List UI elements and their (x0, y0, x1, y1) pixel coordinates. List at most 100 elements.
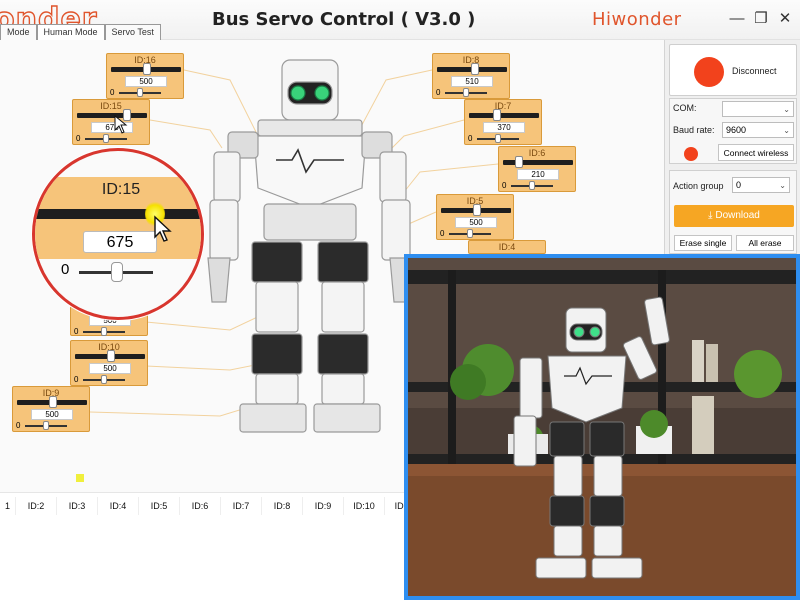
servo-panel: ID:16 500 0 (106, 53, 184, 99)
zoom-slider-thumb[interactable] (145, 201, 165, 227)
brand-logo-right: Hiwonder (592, 9, 682, 30)
tab-servo-test[interactable]: Servo Test (104, 24, 161, 40)
disconnect-button[interactable]: Disconnect (669, 44, 797, 96)
baud-rate-select[interactable]: 9600 ⌄ (722, 122, 794, 138)
servo-min-label: 0 (436, 88, 441, 97)
servo-value[interactable]: 370 (483, 122, 525, 133)
servo-offset-thumb[interactable] (43, 421, 49, 430)
servo-id: ID:10 (98, 342, 120, 352)
servo-id: ID:7 (494, 101, 512, 111)
servo-offset-thumb[interactable] (101, 327, 107, 336)
servo-min-label: 0 (76, 134, 81, 143)
id-tab[interactable]: 1 (0, 497, 16, 515)
zoom-servo-id: ID:15 (101, 181, 141, 198)
servo-value[interactable]: 675 (91, 122, 133, 133)
servo-id: ID:16 (134, 55, 156, 65)
id-tab[interactable]: ID:8 (262, 497, 303, 515)
servo-panel: ID:8 510 0 (432, 53, 510, 99)
servo-id: ID:6 (528, 148, 546, 158)
servo-slider-track[interactable] (503, 160, 573, 165)
servo-id: ID:15 (100, 101, 122, 111)
servo-min-label: 0 (16, 421, 21, 430)
chevron-down-icon: ⌄ (783, 105, 790, 114)
servo-id-tabs: 1 ID:2 ID:3 ID:4 ID:5 ID:6 ID:7 ID:8 ID:… (0, 497, 426, 515)
erase-single-button[interactable]: Erase single (674, 235, 732, 251)
cursor-icon (154, 215, 172, 242)
servo-slider-thumb[interactable] (471, 63, 479, 75)
servo-min-label: 0 (110, 88, 115, 97)
servo-panel: ID:5 500 0 (436, 194, 514, 240)
servo-panel: ID:4 (468, 240, 546, 254)
servo-offset-thumb[interactable] (101, 375, 107, 384)
serial-settings: COM: ⌄ Baud rate: 9600 ⌄ Connect wireles… (669, 98, 797, 164)
servo-value[interactable]: 500 (125, 76, 167, 87)
servo-slider-thumb[interactable] (143, 63, 151, 75)
id-tab[interactable]: ID:7 (221, 497, 262, 515)
servo-slider-thumb[interactable] (107, 350, 115, 362)
servo-slider-thumb[interactable] (473, 204, 481, 216)
com-select[interactable]: ⌄ (722, 101, 794, 117)
servo-slider-thumb[interactable] (493, 109, 501, 121)
id-tab[interactable]: ID:4 (98, 497, 139, 515)
servo-id: ID:4 (498, 242, 516, 252)
id-tab[interactable]: ID:6 (180, 497, 221, 515)
chevron-down-icon: ⌄ (783, 126, 790, 135)
action-group-panel: Action group 0 ⌄ ⤓ Download Erase single… (669, 170, 797, 254)
download-icon: ⤓ (708, 210, 716, 221)
robot-illustration (207, 59, 413, 433)
id-tab[interactable]: ID:3 (57, 497, 98, 515)
connect-wireless-button[interactable]: Connect wireless (718, 144, 794, 161)
zoom-magnifier: ID:15 675 0 (32, 148, 204, 320)
action-group-label: Action group (673, 181, 724, 191)
servo-min-label: 0 (468, 134, 473, 143)
zoom-servo-value[interactable]: 675 (83, 231, 157, 253)
servo-value[interactable]: 210 (517, 169, 559, 180)
id-tab[interactable]: ID:9 (303, 497, 344, 515)
servo-panel: ID:7 370 0 (464, 99, 542, 145)
cursor-icon (114, 115, 128, 134)
chevron-down-icon: ⌄ (779, 181, 786, 190)
com-label: COM: (673, 103, 697, 113)
servo-slider-thumb[interactable] (123, 109, 131, 121)
download-button[interactable]: ⤓ Download (674, 205, 794, 227)
action-group-select[interactable]: 0 ⌄ (732, 177, 790, 193)
close-icon[interactable]: ✕ (778, 10, 792, 27)
mode-tabs: Mode Human Mode Servo Test (0, 24, 161, 40)
servo-value[interactable]: 510 (451, 76, 493, 87)
servo-offset-thumb[interactable] (495, 134, 501, 143)
servo-slider-track[interactable] (77, 113, 147, 118)
title-bar: onder Bus Servo Control ( V3.0 ) Hiwonde… (0, 0, 800, 40)
zoom-offset-thumb[interactable] (111, 262, 123, 282)
servo-slider-track[interactable] (469, 113, 539, 118)
zoom-slider-track[interactable] (35, 209, 201, 219)
servo-min-label: 0 (74, 375, 79, 384)
control-panel: Disconnect COM: ⌄ Baud rate: 9600 ⌄ Conn… (664, 40, 800, 340)
servo-offset-thumb[interactable] (529, 181, 535, 190)
id-tab[interactable]: ID:10 (344, 497, 385, 515)
id-tab[interactable]: ID:2 (16, 497, 57, 515)
zoom-min-label: 0 (61, 261, 70, 278)
minimize-icon[interactable]: — (729, 10, 745, 27)
tab-human-mode[interactable]: Human Mode (36, 24, 105, 40)
servo-id: ID:5 (466, 196, 484, 206)
servo-offset-thumb[interactable] (467, 229, 473, 238)
servo-min-label: 0 (502, 181, 507, 190)
servo-offset-thumb[interactable] (463, 88, 469, 97)
servo-value[interactable]: 500 (455, 217, 497, 228)
servo-slider-thumb[interactable] (515, 156, 523, 168)
all-erase-button[interactable]: All erase (736, 235, 794, 251)
tab-mode[interactable]: Mode (0, 24, 37, 40)
servo-value[interactable]: 500 (89, 363, 131, 374)
position-marker (76, 474, 84, 482)
servo-offset-thumb[interactable] (103, 134, 109, 143)
baud-rate-label: Baud rate: (673, 125, 715, 135)
maximize-icon[interactable]: ❐ (754, 10, 768, 27)
servo-panel: ID:10 500 0 (70, 340, 148, 386)
servo-panel: ID:9 500 0 (12, 386, 90, 432)
servo-id: ID:8 (462, 55, 480, 65)
servo-offset-thumb[interactable] (137, 88, 143, 97)
servo-min-label: 0 (440, 229, 445, 238)
servo-slider-thumb[interactable] (49, 396, 57, 408)
id-tab[interactable]: ID:5 (139, 497, 180, 515)
servo-value[interactable]: 500 (31, 409, 73, 420)
